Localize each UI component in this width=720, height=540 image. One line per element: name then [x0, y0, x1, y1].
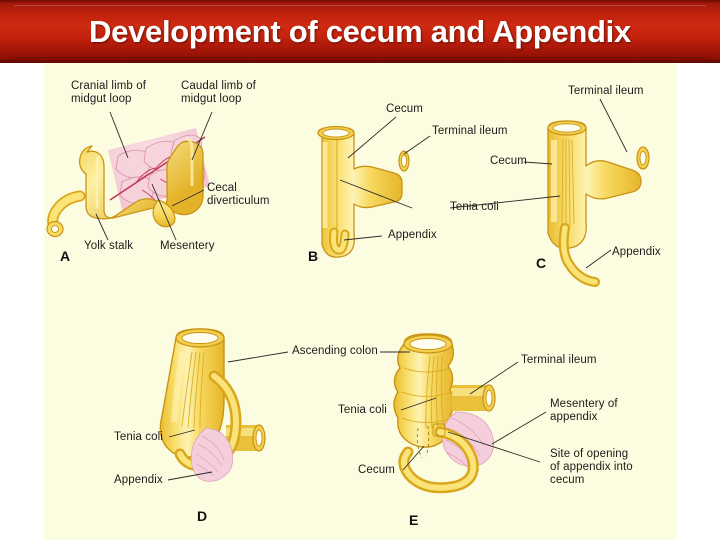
panel-letter-e: E [409, 512, 419, 528]
label-yolk-stalk: Yolk stalk [84, 240, 134, 252]
label-tenia-coli-bc: Tenia coli [450, 201, 499, 213]
panel-letter-c: C [536, 255, 547, 271]
label-e-terminal-ileum: Terminal ileum [521, 354, 597, 366]
title-bar: Development of cecum and Appendix [0, 0, 720, 63]
label-b-appendix: Appendix [388, 229, 437, 241]
label-tenia-coli-de: Tenia coli [338, 404, 387, 416]
panel-letter-d: D [197, 508, 208, 524]
label-caudal-limb: Caudal limb of midgut loop [181, 80, 256, 105]
label-mesentery: Mesentery [160, 240, 215, 252]
label-d-tenia-coli: Tenia coli [114, 431, 163, 443]
title-bevel: Development of cecum and Appendix [14, 5, 706, 58]
label-cranial-limb: Cranial limb of midgut loop [71, 80, 146, 105]
label-c-appendix: Appendix [612, 246, 661, 258]
label-d-appendix: Appendix [114, 474, 163, 486]
panel-letter-b: B [308, 248, 319, 264]
label-b-cecum: Cecum [386, 103, 423, 115]
label-ascending-colon: Ascending colon [292, 345, 378, 357]
label-c-cecum: Cecum [490, 155, 527, 167]
label-cecal-diverticulum: Cecal diverticulum [207, 182, 270, 207]
panel-letter-a: A [60, 248, 71, 264]
label-b-terminal-ileum: Terminal ileum [432, 125, 508, 137]
label-e-cecum: Cecum [358, 464, 395, 476]
page-title: Development of cecum and Appendix [89, 13, 631, 49]
label-c-terminal-ileum: Terminal ileum [568, 85, 644, 97]
label-site-of-opening: Site of opening of appendix into cecum [550, 448, 633, 486]
label-mesentery-of-appendix: Mesentery of appendix [550, 398, 618, 423]
